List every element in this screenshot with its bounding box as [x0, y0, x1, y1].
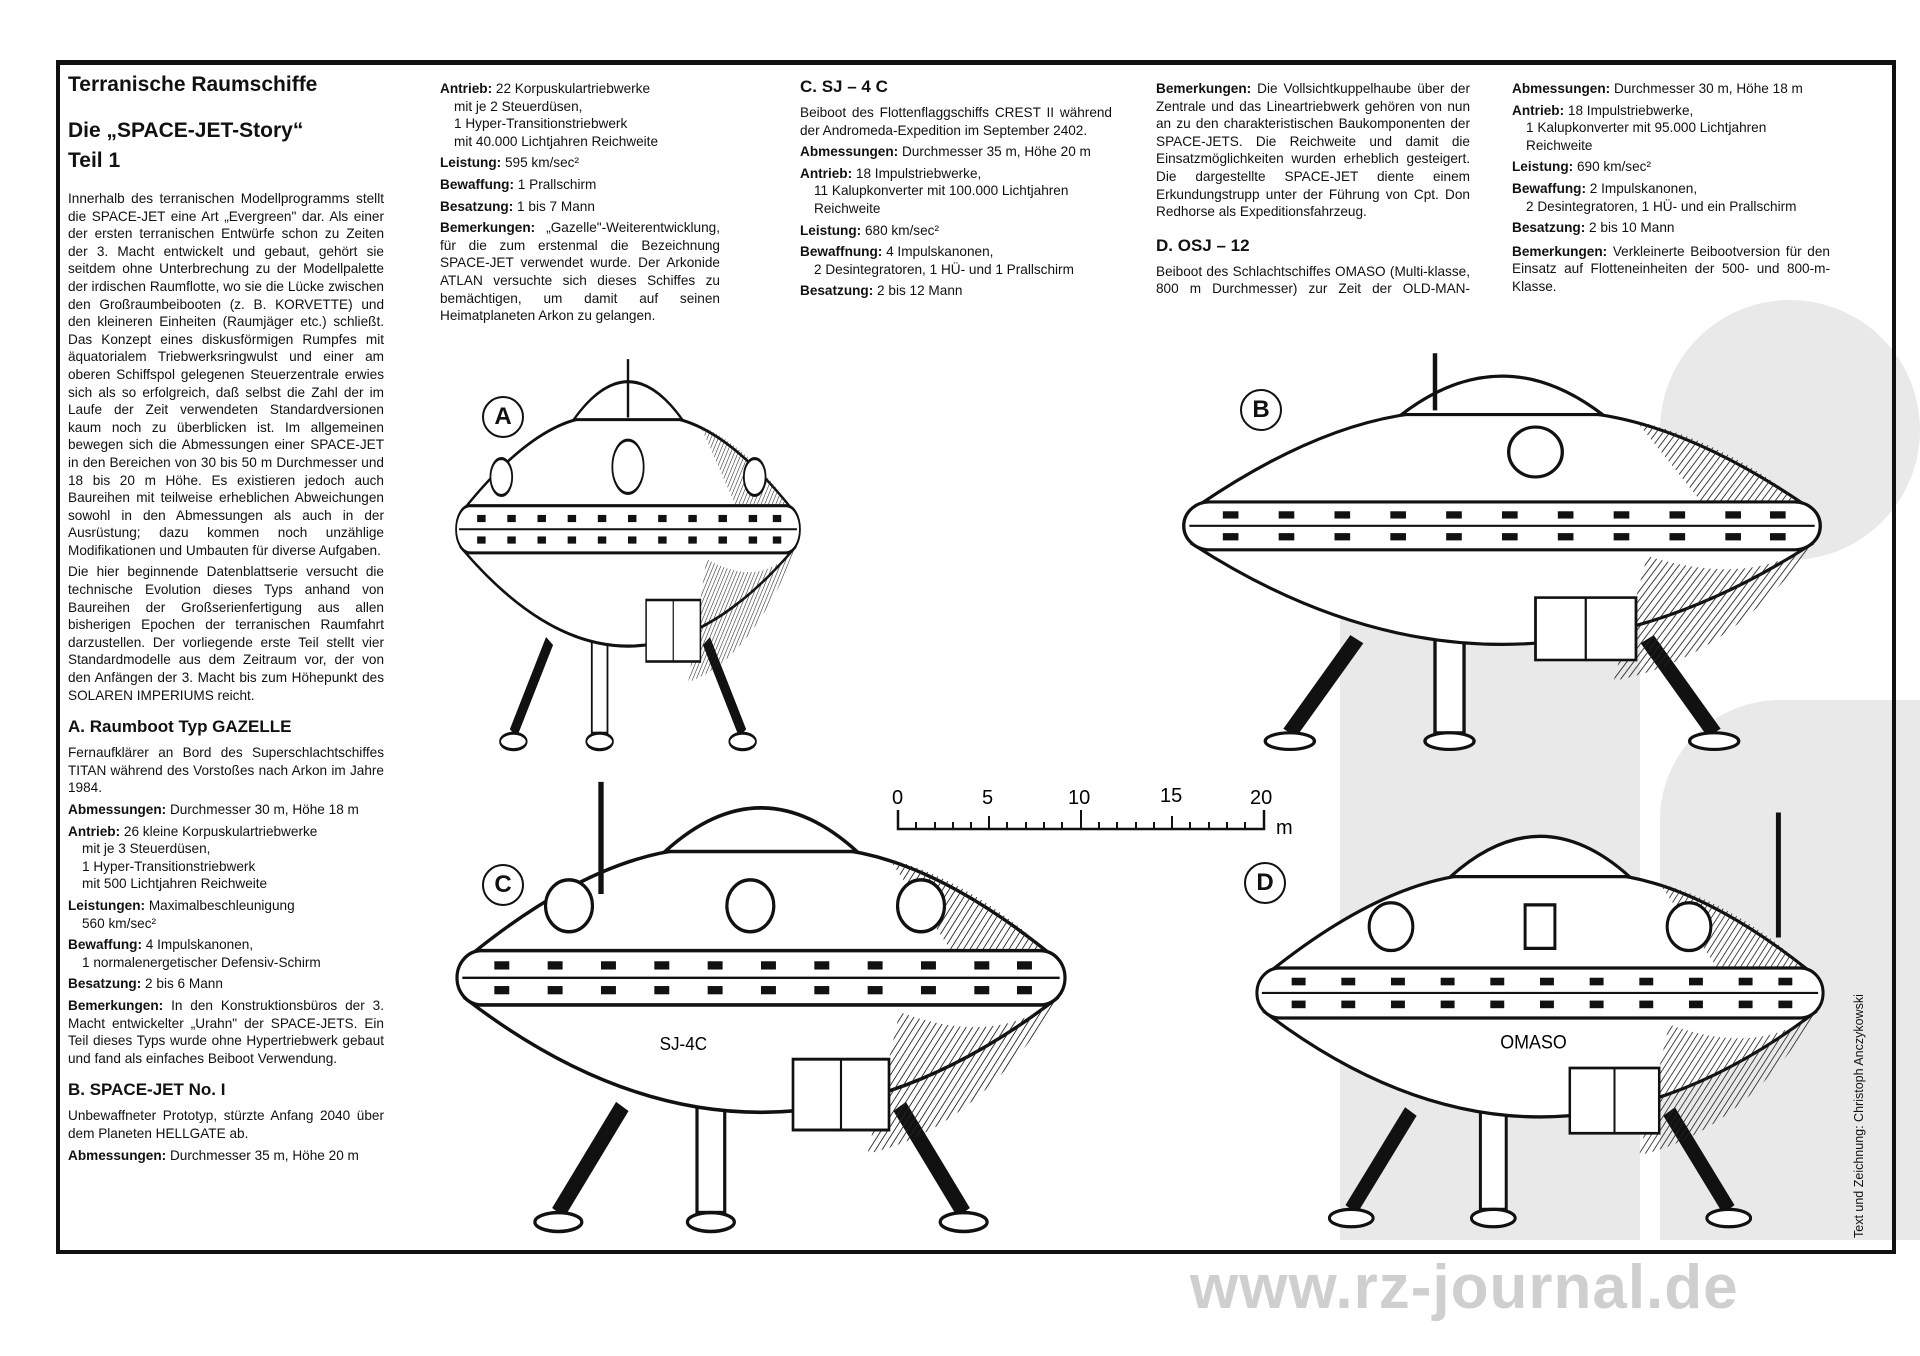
- spec-b-dimensions: Abmessungen: Durchmesser 35 m, Höhe 20 m: [68, 1147, 359, 1163]
- spec-d-remarks: Bemerkungen: Verkleinerte Beibootversion…: [1512, 243, 1830, 294]
- spec-a-dimensions: Abmessungen: Durchmesser 30 m, Höhe 18 m: [68, 802, 359, 817]
- column-5: Abmessungen: Durchmesser 30 m, Höhe 18 m…: [1512, 80, 1830, 300]
- ship-drawing-c-sj-4c: SJ-4C: [441, 781, 1081, 1248]
- spec-b-performance: Leistung: 595 km/sec²: [440, 155, 579, 171]
- spec-b-crew: Besatzung: 1 bis 7 Mann: [440, 198, 595, 214]
- scale-tick-15: 15: [1160, 785, 1182, 807]
- credit-text: Text und Zeichnung: Christoph Anczykowsk…: [1852, 994, 1866, 1238]
- section-a-heading: A. Raumboot Typ GAZELLE: [68, 717, 292, 737]
- section-d-heading: D. OSJ – 12: [1156, 235, 1250, 255]
- scale-tick-20: 20: [1250, 787, 1272, 809]
- scale-unit: m: [1276, 817, 1293, 839]
- ship-drawing-d-osj-12: OMASO: [1242, 812, 1838, 1242]
- spec-d-dimensions: Abmessungen: Durchmesser 30 m, Höhe 18 m: [1512, 81, 1803, 96]
- spec-a-crew: Besatzung: 2 bis 6 Mann: [68, 976, 223, 992]
- spec-a-drive: Antrieb: 26 kleine Korpuskulartriebwerke…: [68, 823, 318, 892]
- ship-label-a: A: [482, 396, 524, 438]
- spec-a-remarks: Bemerkungen: In den Konstruktionsbüros d…: [68, 997, 384, 1066]
- series-title: Terranische Raumschiffe: [68, 73, 318, 96]
- ship-drawing-b-space-jet-no1: [1167, 353, 1837, 764]
- scale-bar: 0 5 10 15 20 m: [890, 782, 1310, 842]
- spec-b-drive: Antrieb: 22 Korpuskulartriebwerke mit je…: [440, 81, 659, 149]
- spec-c-dimensions: Abmessungen: Durchmesser 35 m, Höhe 20 m: [800, 144, 1091, 160]
- spec-c-crew: Besatzung: 2 bis 12 Mann: [800, 283, 963, 299]
- scale-tick-5: 5: [982, 787, 993, 809]
- column-4: Bemerkungen: Die Vollsichtkuppelhaube üb…: [1156, 80, 1470, 302]
- scale-tick-10: 10: [1068, 787, 1090, 809]
- title-text: Die „SPACE-JET-Story“: [68, 119, 304, 142]
- spec-b-armament: Bewaffung: 1 Prallschirm: [440, 176, 597, 192]
- spec-a-armament: Bewaffung: 4 Impulskanonen, 1 normalener…: [68, 937, 321, 970]
- spec-c-armament: Bewaffnung: 4 Impulskanonen, 2 Desintegr…: [800, 244, 1074, 277]
- section-d-desc: Beiboot des Schlachtschiffes OMASO (Mult…: [1156, 263, 1470, 297]
- section-a-desc: Fernaufklärer an Bord des Superschlachts…: [68, 745, 384, 796]
- article-title: Die „SPACE-JET-Story“ Teil 1: [68, 116, 384, 176]
- ship-label-b: B: [1240, 389, 1282, 431]
- section-c-heading: C. SJ – 4 C: [800, 77, 888, 96]
- scale-ruler: 0 5 10 15 20 m: [892, 785, 1293, 839]
- intro-paragraph: Innerhalb des terranischen Modellprogram…: [68, 191, 384, 558]
- hull-marking-c: SJ-4C: [660, 1033, 707, 1054]
- spec-d-drive: Antrieb: 18 Impulstriebwerke, 1 Kalupkon…: [1512, 102, 1767, 153]
- hull-marking-d: OMASO: [1500, 1031, 1567, 1053]
- section-b-desc: Unbewaffneter Prototyp, stürzte Anfang 2…: [68, 1108, 384, 1141]
- ship-label-d: D: [1244, 862, 1286, 904]
- spec-a-performance: Leistungen: Maximalbeschleunigung 560 km…: [68, 897, 295, 931]
- part-label: Teil 1: [68, 149, 121, 172]
- section-b-heading: B. SPACE-JET No. I: [68, 1080, 226, 1100]
- spec-d-armament: Bewaffung: 2 Impulskanonen, 2 Desintegra…: [1512, 180, 1797, 214]
- watermark: www.rz-journal.de: [1190, 1253, 1739, 1322]
- spec-d-performance: Leistung: 690 km/sec²: [1512, 159, 1651, 175]
- ship-label-c: C: [482, 864, 524, 906]
- ship-drawing-a-gazelle: [447, 359, 809, 764]
- column-3: C. SJ – 4 C Beiboot des Flottenflaggschi…: [800, 76, 1112, 304]
- column-1: Terranische Raumschiffe Die „SPACE-JET-S…: [68, 72, 384, 1168]
- spec-c-performance: Leistung: 680 km/sec²: [800, 222, 939, 238]
- spec-d-crew: Besatzung: 2 bis 10 Mann: [1512, 220, 1675, 236]
- spec-b-remarks: Bemerkungen: „Gazelle"-Weiterentwicklung…: [440, 220, 720, 324]
- section-c-desc: Beiboot des Flottenflaggschiffs CREST II…: [800, 105, 1112, 138]
- scale-tick-0: 0: [892, 787, 903, 809]
- spec-c-remarks: Bemerkungen: Die Vollsichtkuppelhaube üb…: [1156, 81, 1471, 220]
- page-frame: [56, 60, 1896, 1254]
- column-2: Antrieb: 22 Korpuskulartriebwerke mit je…: [440, 80, 720, 329]
- intro-paragraph: Die hier beginnende Datenblattserie vers…: [68, 564, 384, 703]
- spec-c-drive: Antrieb: 18 Impulstriebwerke, 11 Kalupko…: [800, 165, 1069, 216]
